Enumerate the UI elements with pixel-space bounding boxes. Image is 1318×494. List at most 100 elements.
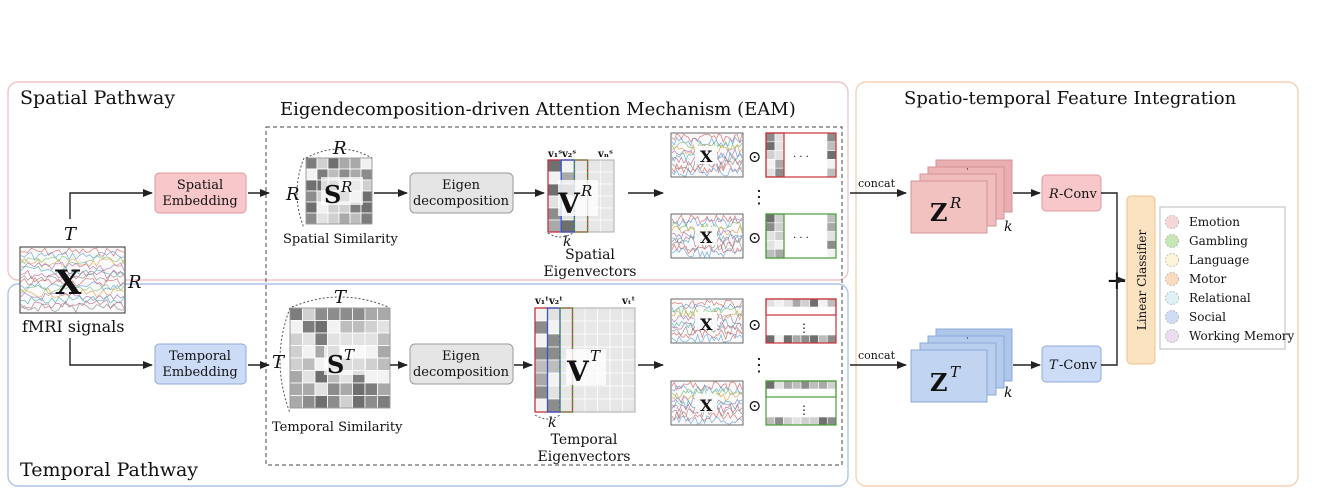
similarity-cell	[314, 332, 328, 346]
spatial-embedding-box	[154, 172, 247, 214]
similarity-cell	[302, 382, 316, 396]
signal-trace	[20, 254, 125, 265]
attended-signal-label-bg	[695, 227, 717, 245]
attended-signal-label-bg	[695, 146, 717, 164]
similarity-cell	[364, 320, 378, 334]
legend-label-gambling: Gambling	[1189, 234, 1248, 248]
eigen-cell	[597, 385, 611, 400]
spatial-pathway-title: Spatial Pathway	[20, 87, 175, 109]
signal-trace	[20, 261, 125, 272]
spatial-eigen-label-1: Eigen	[442, 178, 481, 193]
signal-trace	[20, 273, 125, 283]
weight-cell	[818, 416, 828, 426]
z-temporal-symbol: Z	[930, 368, 948, 397]
similarity-cell	[314, 382, 328, 396]
attended-signal-label-bg	[695, 312, 717, 330]
weight-cell	[765, 416, 776, 426]
eigen-cell	[597, 320, 611, 335]
similarity-cell	[352, 307, 366, 321]
weight-cell	[826, 416, 837, 426]
legend-swatch-social	[1165, 310, 1179, 324]
spatial-sim-superscript: R	[340, 178, 352, 196]
weight-cell	[765, 231, 776, 241]
eigen-cell	[600, 183, 615, 197]
eigen-cell	[600, 159, 615, 173]
weight-cell	[765, 159, 776, 169]
similarity-cell	[314, 320, 328, 334]
spatial-h-ellipsis-1: · · ·	[793, 152, 809, 163]
weight-cell	[774, 380, 784, 390]
legend-swatch-motor	[1165, 272, 1179, 286]
similarity-cell	[305, 190, 318, 203]
weight-cell	[774, 248, 785, 259]
eigen-cell	[609, 372, 623, 387]
similarity-cell	[364, 357, 378, 371]
weight-cell	[774, 222, 785, 232]
weight-cell	[765, 240, 776, 250]
weight-cell	[774, 231, 785, 241]
merge-plus: +	[1106, 266, 1128, 296]
legend-label-working-memory: Working Memory	[1189, 329, 1295, 343]
similarity-cell	[305, 168, 318, 181]
similarity-cell	[364, 395, 378, 409]
legend-frame	[1159, 206, 1286, 350]
weight-cell	[774, 150, 785, 160]
similarity-cell	[316, 212, 329, 225]
eigen-cell	[534, 346, 548, 361]
spatial-embedding-label-1: Spatial	[177, 178, 223, 193]
weight-cell	[818, 380, 828, 390]
signal-trace	[671, 162, 743, 174]
eigen-cell	[622, 307, 636, 322]
spatial-similarity-matrix	[305, 157, 373, 225]
weight-cell	[826, 240, 837, 250]
temporal-eig-symbol-bg	[566, 349, 606, 385]
legend-label-social: Social	[1189, 310, 1226, 324]
spatial-vector-label-1: v₁ˢ	[547, 149, 562, 160]
fmri-signal-traces	[20, 247, 125, 313]
weight-cell	[774, 159, 785, 169]
weight-cell	[774, 167, 785, 178]
weight-cell	[783, 298, 793, 308]
legend-swatch-emotion	[1165, 215, 1179, 229]
similarity-cell	[338, 212, 351, 225]
weight-cell	[826, 167, 837, 178]
temporal-odot-2: ⊙	[748, 396, 761, 415]
r-conv-suffix: -Conv	[1059, 187, 1098, 202]
eigen-cell	[547, 346, 561, 361]
legend-label-language: Language	[1189, 253, 1249, 267]
similarity-cell	[377, 307, 391, 321]
eam-title: Eigendecomposition-driven Attention Mech…	[280, 99, 796, 120]
weight-cell	[774, 416, 784, 426]
eigen-cell	[547, 159, 562, 173]
weight-highlight	[765, 213, 785, 259]
temporal-sim-top-dim: T	[334, 287, 348, 308]
weight-cell	[800, 416, 811, 426]
eigen-cell	[560, 219, 575, 233]
similarity-cell	[327, 332, 341, 346]
eigen-cell	[600, 171, 615, 185]
temporal-eigen-box	[409, 343, 514, 385]
spatial-attention-row-2	[670, 213, 837, 259]
eigen-cell	[574, 219, 588, 233]
eigen-cell	[609, 307, 623, 322]
spatial-sim-symbol: S	[324, 180, 341, 209]
weight-cell	[765, 132, 776, 143]
weight-cell	[774, 132, 785, 143]
spatial-h-ellipsis-2: · · ·	[793, 233, 809, 244]
similarity-cell	[349, 157, 362, 170]
similarity-cell	[377, 345, 391, 359]
temporal-sim-symbol-bg	[324, 345, 366, 375]
weight-cell	[826, 213, 837, 224]
spatial-sim-symbol-bg	[321, 177, 363, 205]
z-spatial-symbol: Z	[930, 198, 948, 227]
signal-trace	[20, 251, 125, 261]
input-to-spatial-connector	[69, 189, 153, 219]
similarity-cell	[360, 212, 373, 225]
temporal-eigenvector-matrix	[534, 307, 636, 413]
weight-cell	[826, 248, 837, 259]
temporal-vector-label-1: v₁ᵗ	[534, 296, 549, 307]
legend-label-motor: Motor	[1189, 272, 1227, 286]
weight-cell	[826, 141, 837, 151]
spatial-odot-2: ⊙	[748, 228, 761, 247]
weight-highlight	[765, 298, 837, 316]
